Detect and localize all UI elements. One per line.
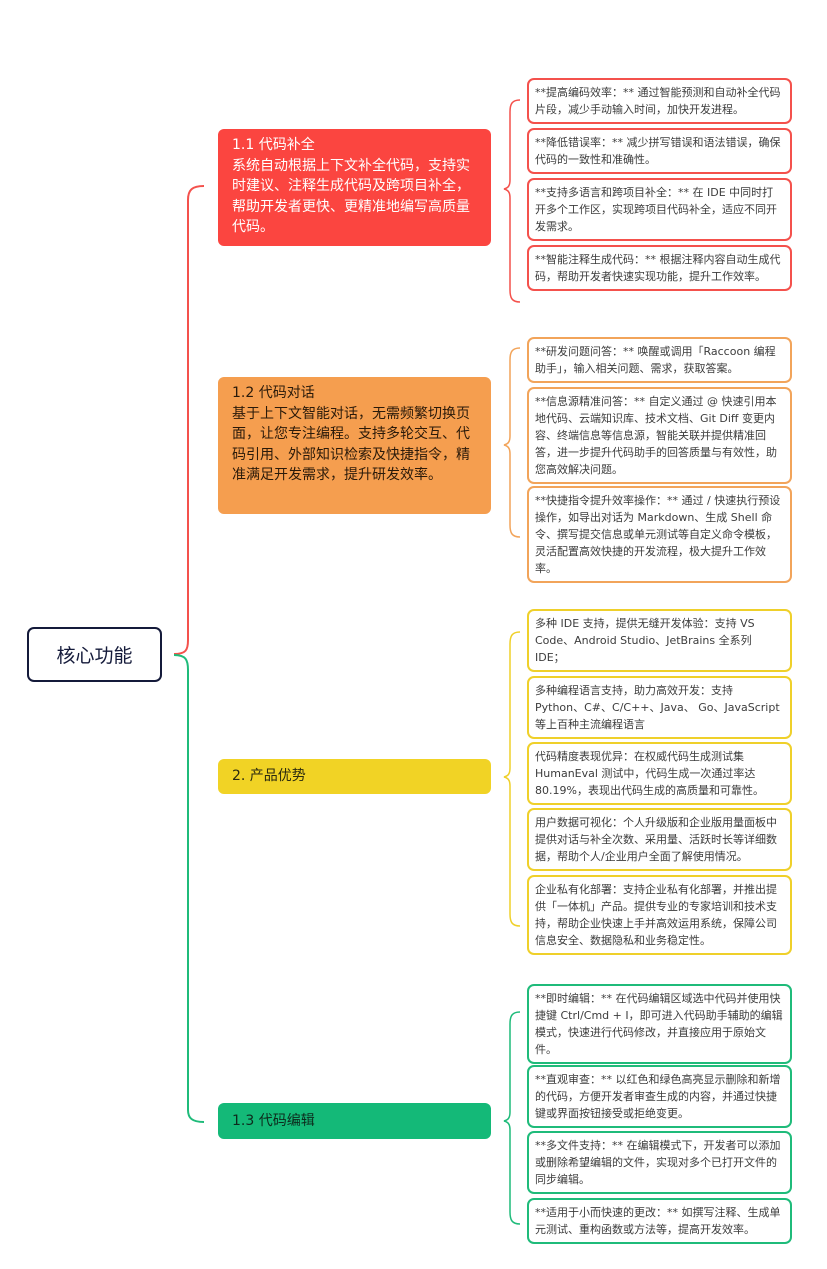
- leaf-text: **提高编码效率：** 通过智能预测和自动补全代码片段，减少手动输入时间，加快开…: [535, 86, 781, 116]
- branch-code-completion[interactable]: 1.1 代码补全 系统自动根据上下文补全代码，支持实时建议、注释生成代码及跨项目…: [218, 129, 491, 246]
- leaf-text: **研发问题问答：** 唤醒或调用「Raccoon 编程助手」，输入相关问题、需…: [535, 345, 776, 375]
- leaf-text: **多文件支持：** 在编辑模式下，开发者可以添加或删除希望编辑的文件，实现对多…: [535, 1139, 781, 1186]
- branch-title: 2. 产品优势: [232, 768, 306, 784]
- leaf-code-completion-3[interactable]: **支持多语言和跨项目补全：** 在 IDE 中同时打开多个工作区，实现跨项目代…: [527, 178, 792, 241]
- leaf-text: **适用于小而快速的更改：** 如撰写注释、生成单元测试、重构函数或方法等，提高…: [535, 1206, 781, 1236]
- leaf-advantage-1[interactable]: 多种 IDE 支持，提供无缝开发体验：支持 VS Code、Android St…: [527, 609, 792, 672]
- leaf-advantage-2[interactable]: 多种编程语言支持，助力高效开发：支持 Python、C#、C/C++、Java、…: [527, 676, 792, 739]
- branch-product-advantages[interactable]: 2. 产品优势: [218, 759, 491, 794]
- leaf-code-editing-4[interactable]: **适用于小而快速的更改：** 如撰写注释、生成单元测试、重构函数或方法等，提高…: [527, 1198, 792, 1244]
- leaf-text: **快捷指令提升效率操作：** 通过 / 快速执行预设操作，如导出对话为 Mar…: [535, 494, 781, 575]
- leaf-text: 代码精度表现优异：在权威代码生成测试集 HumanEval 测试中，代码生成一次…: [535, 750, 764, 797]
- leaf-advantage-4[interactable]: 用户数据可视化：个人升级版和企业版用量面板中提供对话与补全次数、采用量、活跃时长…: [527, 808, 792, 871]
- branch-code-editing[interactable]: 1.3 代码编辑: [218, 1103, 491, 1139]
- leaf-text: 多种 IDE 支持，提供无缝开发体验：支持 VS Code、Android St…: [535, 617, 755, 664]
- leaf-code-editing-2[interactable]: **直观审查：** 以红色和绿色高亮显示删除和新增的代码，方便开发者审查生成的内…: [527, 1065, 792, 1128]
- root-label: 核心功能: [56, 645, 133, 667]
- leaf-text: 多种编程语言支持，助力高效开发：支持 Python、C#、C/C++、Java、…: [535, 684, 780, 731]
- branch-code-chat[interactable]: 1.2 代码对话 基于上下文智能对话，无需频繁切换页面，让您专注编程。支持多轮交…: [218, 377, 491, 514]
- root-node[interactable]: 核心功能: [27, 627, 162, 682]
- leaf-code-editing-3[interactable]: **多文件支持：** 在编辑模式下，开发者可以添加或删除希望编辑的文件，实现对多…: [527, 1131, 792, 1194]
- leaf-text: 用户数据可视化：个人升级版和企业版用量面板中提供对话与补全次数、采用量、活跃时长…: [535, 816, 777, 863]
- leaf-code-completion-2[interactable]: **降低错误率：** 减少拼写错误和语法错误，确保代码的一致性和准确性。: [527, 128, 792, 174]
- leaf-code-chat-3[interactable]: **快捷指令提升效率操作：** 通过 / 快速执行预设操作，如导出对话为 Mar…: [527, 486, 792, 583]
- leaf-text: **降低错误率：** 减少拼写错误和语法错误，确保代码的一致性和准确性。: [535, 136, 781, 166]
- branch-title: 1.2 代码对话: [232, 385, 315, 401]
- branch-title: 1.3 代码编辑: [232, 1113, 315, 1129]
- branch-title: 1.1 代码补全: [232, 137, 315, 153]
- leaf-text: **支持多语言和跨项目补全：** 在 IDE 中同时打开多个工作区，实现跨项目代…: [535, 186, 777, 233]
- leaf-text: **直观审查：** 以红色和绿色高亮显示删除和新增的代码，方便开发者审查生成的内…: [535, 1073, 781, 1120]
- leaf-code-completion-1[interactable]: **提高编码效率：** 通过智能预测和自动补全代码片段，减少手动输入时间，加快开…: [527, 78, 792, 124]
- leaf-text: **信息源精准问答：** 自定义通过 @ 快速引用本地代码、云端知识库、技术文档…: [535, 395, 777, 476]
- leaf-advantage-3[interactable]: 代码精度表现优异：在权威代码生成测试集 HumanEval 测试中，代码生成一次…: [527, 742, 792, 805]
- branch-description: 系统自动根据上下文补全代码，支持实时建议、注释生成代码及跨项目补全，帮助开发者更…: [232, 157, 470, 236]
- leaf-code-chat-2[interactable]: **信息源精准问答：** 自定义通过 @ 快速引用本地代码、云端知识库、技术文档…: [527, 387, 792, 484]
- leaf-code-chat-1[interactable]: **研发问题问答：** 唤醒或调用「Raccoon 编程助手」，输入相关问题、需…: [527, 337, 792, 383]
- branch-description: 基于上下文智能对话，无需频繁切换页面，让您专注编程。支持多轮交互、代码引用、外部…: [232, 405, 470, 484]
- leaf-text: **即时编辑：** 在代码编辑区域选中代码并使用快捷键 Ctrl/Cmd + I…: [535, 992, 783, 1056]
- leaf-text: **智能注释生成代码：** 根据注释内容自动生成代码，帮助开发者快速实现功能，提…: [535, 253, 781, 283]
- leaf-text: 企业私有化部署：支持企业私有化部署，并推出提供「一体机」产品。提供专业的专家培训…: [535, 883, 777, 947]
- leaf-code-completion-4[interactable]: **智能注释生成代码：** 根据注释内容自动生成代码，帮助开发者快速实现功能，提…: [527, 245, 792, 291]
- leaf-code-editing-1[interactable]: **即时编辑：** 在代码编辑区域选中代码并使用快捷键 Ctrl/Cmd + I…: [527, 984, 792, 1064]
- leaf-advantage-5[interactable]: 企业私有化部署：支持企业私有化部署，并推出提供「一体机」产品。提供专业的专家培训…: [527, 875, 792, 955]
